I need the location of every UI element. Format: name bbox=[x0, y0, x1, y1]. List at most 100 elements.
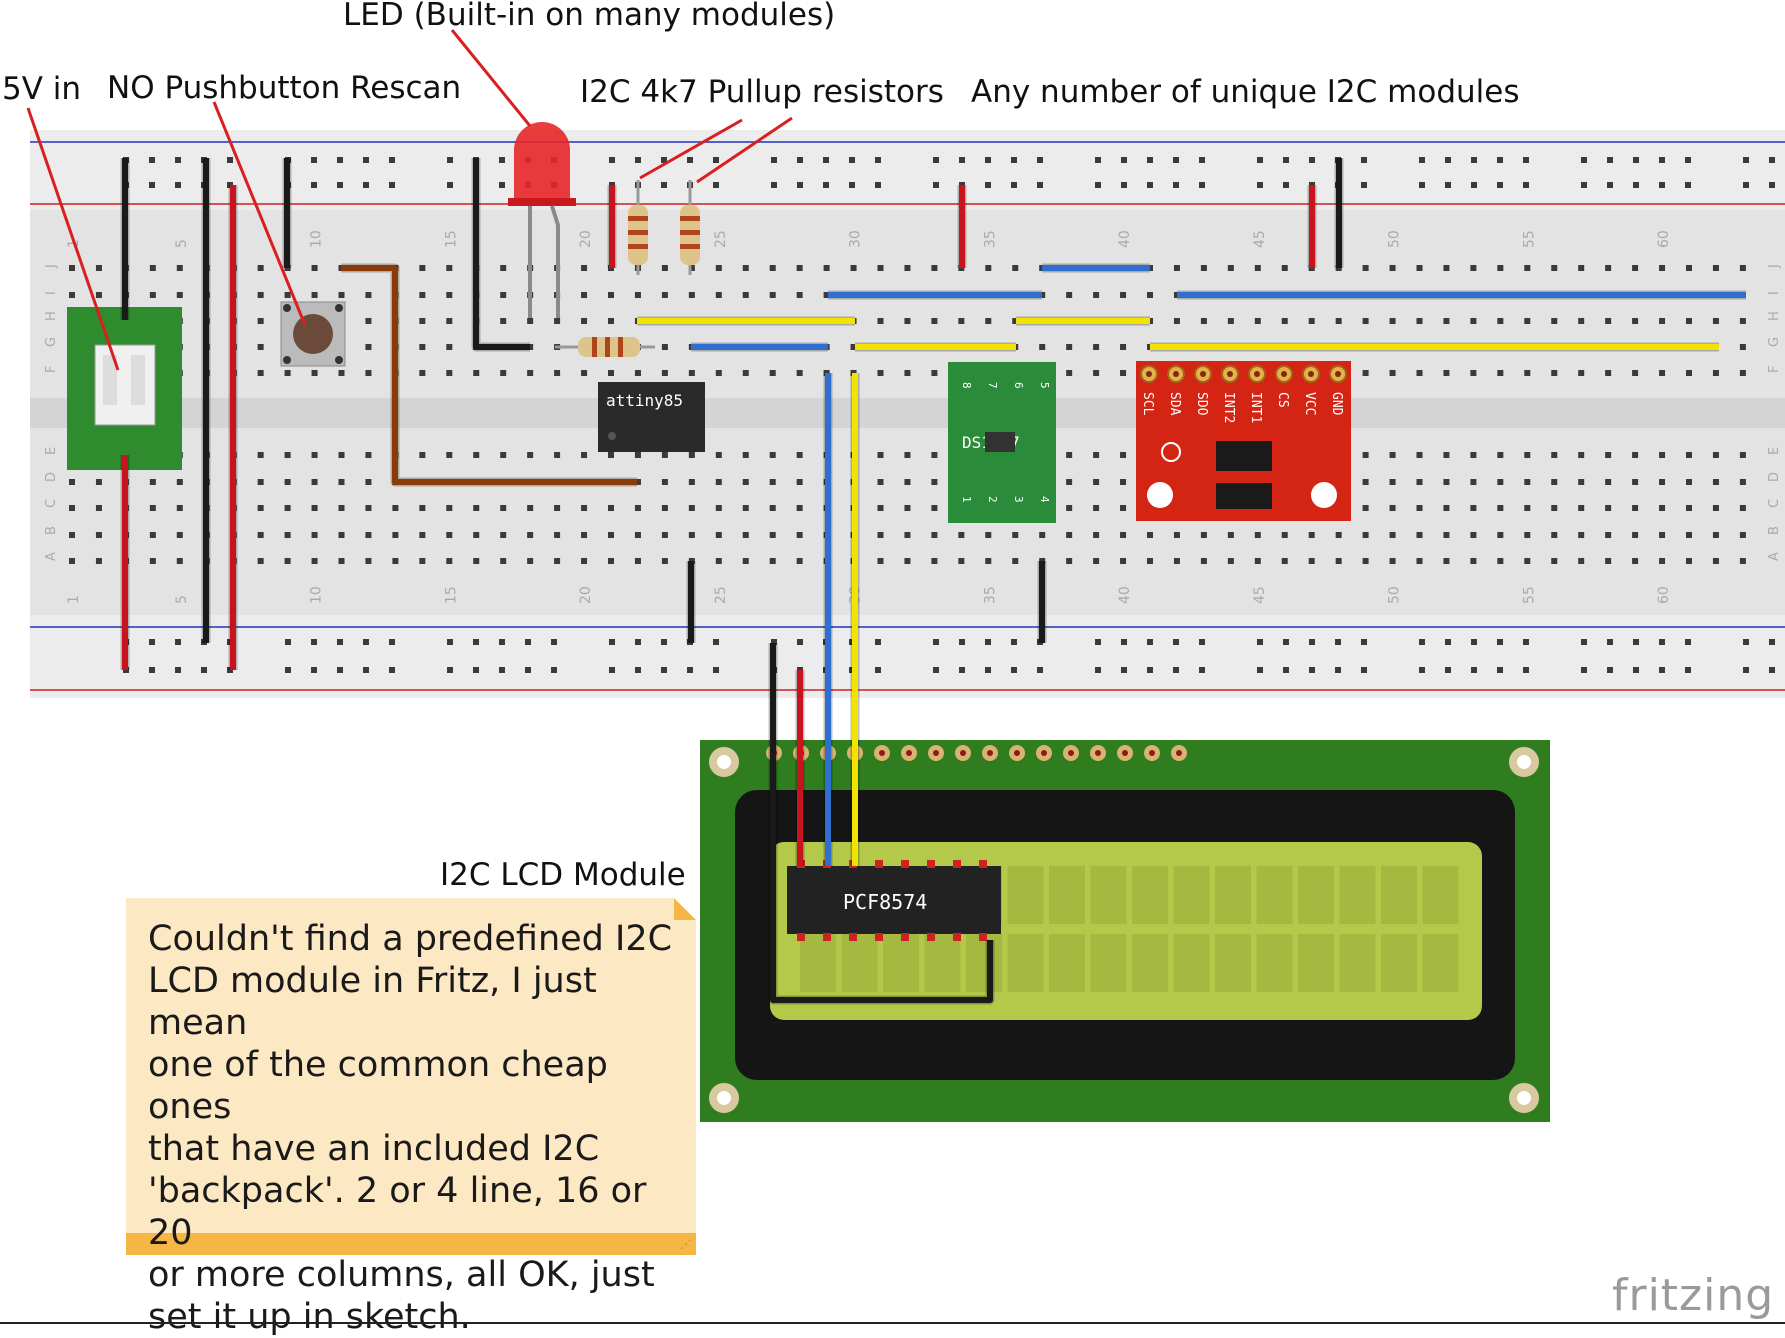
hole bbox=[1578, 558, 1585, 564]
hole bbox=[661, 558, 668, 564]
hole bbox=[527, 344, 534, 350]
lcd-char-cell bbox=[1422, 934, 1459, 992]
chip-pin bbox=[927, 933, 935, 941]
lcd-char-cell bbox=[1132, 934, 1168, 992]
hole bbox=[1470, 370, 1477, 376]
hole bbox=[446, 318, 453, 324]
hole bbox=[1308, 532, 1315, 538]
rail-hole bbox=[797, 157, 803, 163]
rail-hole bbox=[1581, 157, 1587, 163]
hole bbox=[500, 292, 507, 298]
hole bbox=[931, 479, 938, 485]
hole bbox=[1308, 558, 1315, 564]
hole bbox=[1362, 532, 1369, 538]
hole bbox=[311, 505, 318, 511]
hole bbox=[311, 558, 318, 564]
hole bbox=[1443, 318, 1450, 324]
hole bbox=[1659, 505, 1666, 511]
rail-hole bbox=[1147, 157, 1153, 163]
rail-hole bbox=[1769, 639, 1775, 645]
rail-hole bbox=[1607, 182, 1613, 188]
accel-pin-label: GND bbox=[1329, 392, 1344, 416]
rail-hole bbox=[1335, 639, 1341, 645]
hole bbox=[1605, 318, 1612, 324]
hole bbox=[608, 532, 614, 538]
leader-line bbox=[212, 101, 307, 326]
lcd-char-cell bbox=[883, 934, 919, 992]
rail-hole bbox=[1419, 157, 1425, 163]
hole bbox=[796, 558, 803, 564]
hole bbox=[742, 452, 749, 458]
hole bbox=[338, 558, 345, 564]
hole bbox=[1686, 265, 1692, 271]
row-letter: D bbox=[1767, 472, 1782, 482]
hole bbox=[1659, 532, 1666, 538]
hole bbox=[634, 558, 641, 564]
rail-hole bbox=[1257, 667, 1263, 673]
hole bbox=[365, 318, 372, 324]
hole bbox=[1443, 452, 1450, 458]
hole bbox=[581, 558, 588, 564]
hole bbox=[715, 292, 722, 298]
rail-hole bbox=[447, 639, 453, 645]
hole bbox=[1362, 452, 1369, 458]
hole bbox=[311, 265, 318, 271]
hole bbox=[284, 479, 291, 485]
rail-hole bbox=[1335, 667, 1341, 673]
rail-hole bbox=[1199, 157, 1205, 163]
rail-hole bbox=[933, 157, 939, 163]
rail-hole bbox=[1685, 182, 1691, 188]
hole bbox=[1497, 505, 1504, 511]
hole bbox=[419, 532, 426, 538]
hole bbox=[69, 532, 75, 538]
rail-hole bbox=[985, 157, 991, 163]
hole bbox=[365, 344, 372, 350]
rail-hole bbox=[1497, 667, 1503, 673]
hole bbox=[1120, 292, 1127, 298]
rail-hole bbox=[1471, 182, 1477, 188]
column-number: 40 bbox=[1117, 586, 1133, 604]
top-power-rail bbox=[30, 130, 1785, 210]
hole bbox=[1470, 479, 1477, 485]
column-number: 15 bbox=[443, 586, 459, 604]
hole bbox=[1120, 558, 1127, 564]
rail-hole bbox=[1471, 157, 1477, 163]
hole bbox=[257, 532, 264, 538]
center-channel bbox=[30, 398, 1785, 428]
rail-hole bbox=[447, 667, 453, 673]
lcd-char-cell bbox=[1090, 934, 1127, 992]
hole bbox=[877, 558, 884, 564]
wire-black bbox=[473, 158, 530, 350]
rail-hole bbox=[1659, 157, 1665, 163]
rail-hole bbox=[311, 157, 317, 163]
hole bbox=[985, 558, 992, 564]
lcd-char-cell bbox=[1339, 934, 1376, 992]
hole bbox=[1659, 370, 1666, 376]
hole bbox=[1632, 265, 1639, 271]
lcd-char-cell bbox=[1422, 866, 1459, 924]
hole bbox=[1712, 452, 1719, 458]
hole bbox=[796, 479, 803, 485]
column-number: 50 bbox=[1387, 586, 1403, 604]
hole bbox=[931, 265, 938, 271]
hole bbox=[95, 479, 102, 485]
column-number: 35 bbox=[982, 586, 998, 604]
rail-hole bbox=[985, 182, 991, 188]
hole bbox=[1335, 532, 1342, 538]
hole bbox=[500, 558, 507, 564]
rail-hole bbox=[635, 667, 641, 673]
rail-hole bbox=[1743, 639, 1749, 645]
hole bbox=[1524, 370, 1531, 376]
row-letter: C bbox=[1767, 499, 1782, 508]
hole bbox=[1712, 318, 1719, 324]
column-number: 5 bbox=[174, 595, 190, 604]
rail-hole bbox=[389, 667, 395, 673]
chip-pin bbox=[953, 933, 961, 941]
hole bbox=[985, 318, 992, 324]
rail-hole bbox=[1633, 157, 1639, 163]
hole bbox=[1254, 318, 1261, 324]
hole bbox=[1416, 558, 1423, 564]
lcd-char-cell bbox=[924, 934, 961, 992]
hole bbox=[446, 344, 453, 350]
hole bbox=[1739, 558, 1746, 564]
